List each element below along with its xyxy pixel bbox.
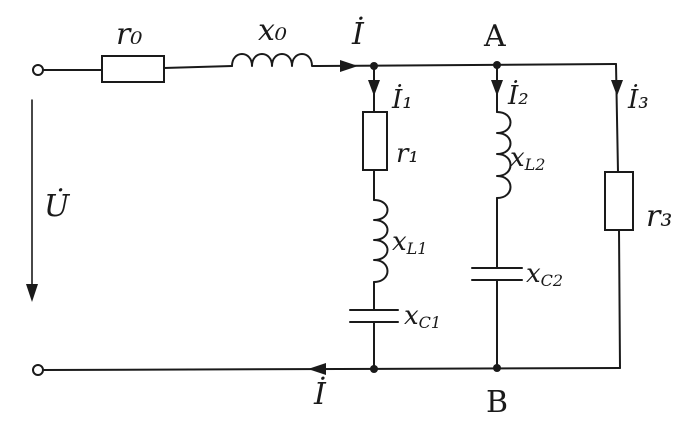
label-node-a: A <box>483 19 506 54</box>
label-r3: r₃ <box>646 199 672 234</box>
arrow-current-3 <box>611 80 623 96</box>
label-xl1-sub: L1 <box>406 239 428 258</box>
label-current-2: İ₂ <box>507 80 529 111</box>
terminal-top <box>32 64 44 76</box>
inductor-xl1 <box>373 199 389 283</box>
capacitor-xc2 <box>471 267 523 281</box>
inductor-x0 <box>231 53 319 67</box>
inductor-xl2 <box>496 111 512 199</box>
resistor-r1 <box>362 111 388 171</box>
capacitor-xc1 <box>349 309 399 323</box>
wires <box>42 63 621 371</box>
label-xc1-main: x <box>404 301 419 331</box>
label-r1: r₁ <box>396 139 419 169</box>
arrow-current-main-top <box>340 60 358 72</box>
label-current-main-top: İ <box>351 16 365 52</box>
arrow-voltage-head <box>26 284 38 302</box>
label-xc2-sub: C2 <box>541 271 563 290</box>
label-xl2-main: x <box>510 143 525 173</box>
label-x0: x₀ <box>258 13 287 48</box>
label-xc2-main: x <box>526 259 541 289</box>
label-current-main-bottom: İ <box>313 376 327 412</box>
label-r0: r₀ <box>116 17 142 52</box>
label-xc1: xC1 <box>404 301 441 332</box>
junction-top-1 <box>370 62 378 70</box>
resistor-r0 <box>101 55 165 83</box>
junction-bottom-2 <box>493 364 501 372</box>
label-xl2-sub: L2 <box>524 155 546 174</box>
label-xc2: xC2 <box>526 259 563 290</box>
arrow-current-main-bottom <box>308 363 326 375</box>
junction-bottom-1 <box>370 365 378 373</box>
junction-top-2 <box>493 61 501 69</box>
arrow-current-2 <box>491 80 503 96</box>
label-xl2: xL2 <box>510 143 545 174</box>
label-voltage: U̇ <box>44 189 71 224</box>
wire-bottom <box>42 367 621 371</box>
label-xc1-sub: C1 <box>419 313 441 332</box>
label-xl1-main: x <box>392 227 407 257</box>
label-current-3: İ₃ <box>627 84 649 115</box>
label-node-b: B <box>486 385 508 420</box>
arrow-current-1 <box>368 80 380 96</box>
resistor-r3 <box>604 171 634 231</box>
wire-branch3-bottom <box>618 229 621 369</box>
label-xl1: xL1 <box>392 227 427 258</box>
label-current-1: İ₁ <box>391 84 413 115</box>
wire-top-right <box>317 63 617 67</box>
terminal-bottom <box>32 364 44 376</box>
wire-r0-x0 <box>163 65 233 69</box>
